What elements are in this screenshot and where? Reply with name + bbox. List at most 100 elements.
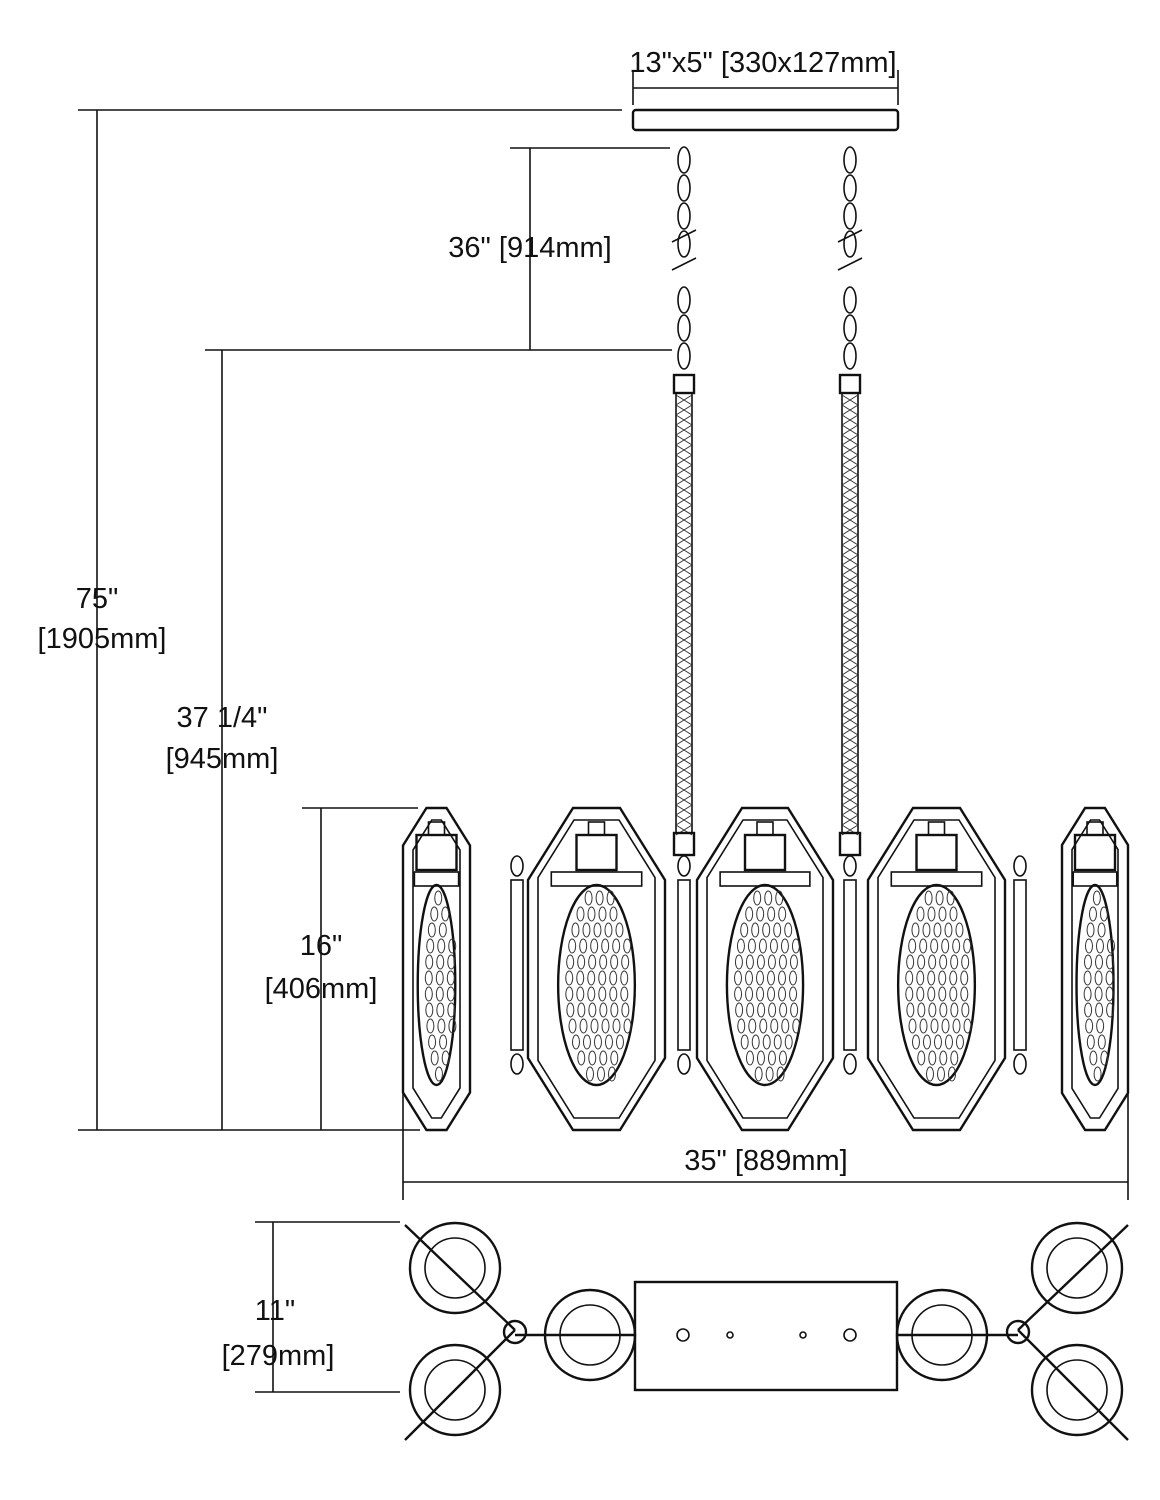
- plan-shade: [1030, 1221, 1124, 1315]
- glass-texture: [767, 986, 776, 1002]
- glass-texture: [767, 970, 776, 986]
- finial: [677, 855, 691, 877]
- glass-texture: [922, 1034, 931, 1050]
- chain-link: [843, 230, 857, 258]
- rod-texture: [675, 594, 693, 606]
- plan-arm: [404, 1329, 516, 1441]
- rod-texture: [841, 604, 859, 616]
- chain-dimension-label: 36" [914mm]: [448, 232, 611, 264]
- glass-texture: [599, 1050, 608, 1066]
- rod-texture: [841, 694, 859, 706]
- glass-texture: [439, 1034, 448, 1050]
- glass-texture: [949, 986, 958, 1002]
- glass-texture: [601, 938, 610, 954]
- panel-inner-frame: [877, 819, 996, 1119]
- rod-texture: [675, 474, 693, 486]
- glass-texture: [790, 1002, 799, 1018]
- plan-shade: [408, 1343, 502, 1437]
- glass-texture: [1106, 954, 1115, 970]
- socket: [575, 833, 618, 872]
- plan-shade: [1030, 1343, 1124, 1437]
- rod-cap: [838, 373, 862, 395]
- overall-height-in-label: 75": [76, 583, 119, 615]
- rod-cap: [838, 831, 862, 857]
- glass-shade: [896, 883, 977, 1087]
- glass-texture: [745, 954, 754, 970]
- plan-arm: [1017, 1329, 1129, 1441]
- glass-texture: [949, 970, 958, 986]
- glass-texture: [908, 938, 917, 954]
- glass-texture: [950, 1050, 959, 1066]
- rod-texture: [841, 784, 859, 796]
- glass-texture: [448, 938, 457, 954]
- glass-texture: [775, 890, 784, 906]
- glass-texture: [610, 1002, 619, 1018]
- rod-texture: [841, 484, 859, 496]
- rod-texture: [675, 744, 693, 756]
- chain-link: [677, 230, 691, 258]
- glass-texture: [938, 986, 947, 1002]
- glass-texture: [610, 954, 619, 970]
- rod-texture: [675, 674, 693, 686]
- rod-texture: [675, 814, 693, 826]
- glass-texture: [1094, 986, 1103, 1002]
- glass-texture: [917, 1050, 926, 1066]
- glass-texture: [571, 1034, 580, 1050]
- rod-texture: [841, 394, 859, 406]
- rod-texture: [675, 624, 693, 636]
- glass-texture: [621, 1002, 630, 1018]
- glass-texture: [608, 1066, 617, 1082]
- glass-texture: [961, 1002, 970, 1018]
- glass-texture: [928, 1002, 937, 1018]
- glass-texture: [1085, 1018, 1094, 1034]
- downrods: [672, 373, 862, 857]
- glass-texture: [924, 890, 933, 906]
- panel-inner-frame: [537, 819, 656, 1119]
- rod-texture: [841, 614, 859, 626]
- glass-texture: [590, 1018, 599, 1034]
- rod-texture: [675, 414, 693, 426]
- glass-texture: [767, 1050, 776, 1066]
- chain-link: [843, 342, 857, 370]
- rod-texture: [841, 624, 859, 636]
- rod-texture: [675, 454, 693, 466]
- glass-texture: [425, 954, 434, 970]
- glass-texture: [753, 890, 762, 906]
- rod-texture: [675, 634, 693, 646]
- panel-inner-frame: [1071, 819, 1119, 1119]
- chain-link: [677, 202, 691, 230]
- rod-texture: [675, 564, 693, 576]
- glass-texture: [447, 1002, 456, 1018]
- overall-height-mm-label: [1905mm]: [38, 623, 167, 655]
- glass-texture: [623, 1018, 632, 1034]
- glass-texture: [424, 986, 433, 1002]
- rod-texture: [675, 504, 693, 516]
- glass-texture: [593, 922, 602, 938]
- glass-texture: [933, 1034, 942, 1050]
- rod-texture: [841, 574, 859, 586]
- rod-cap: [672, 831, 696, 857]
- glass-texture: [441, 1050, 450, 1066]
- glass-texture: [916, 970, 925, 986]
- glass-texture: [604, 1034, 613, 1050]
- glass-texture: [428, 1034, 437, 1050]
- rod-texture: [675, 484, 693, 496]
- socket-top: [427, 821, 446, 836]
- glass-texture: [928, 1050, 937, 1066]
- plan-shade-inner: [424, 1359, 486, 1421]
- rod-texture: [841, 804, 859, 816]
- rod-cap: [672, 373, 696, 395]
- rod-texture: [841, 674, 859, 686]
- glass-texture: [784, 922, 793, 938]
- glass-texture: [780, 938, 789, 954]
- glass-texture: [756, 954, 765, 970]
- glass-texture: [791, 938, 800, 954]
- plan-shade-inner: [1046, 1359, 1108, 1421]
- glass-texture: [781, 1018, 790, 1034]
- glass-texture: [577, 1050, 586, 1066]
- rod-texture: [841, 744, 859, 756]
- chain-break: [837, 257, 863, 271]
- glass-texture: [599, 1002, 608, 1018]
